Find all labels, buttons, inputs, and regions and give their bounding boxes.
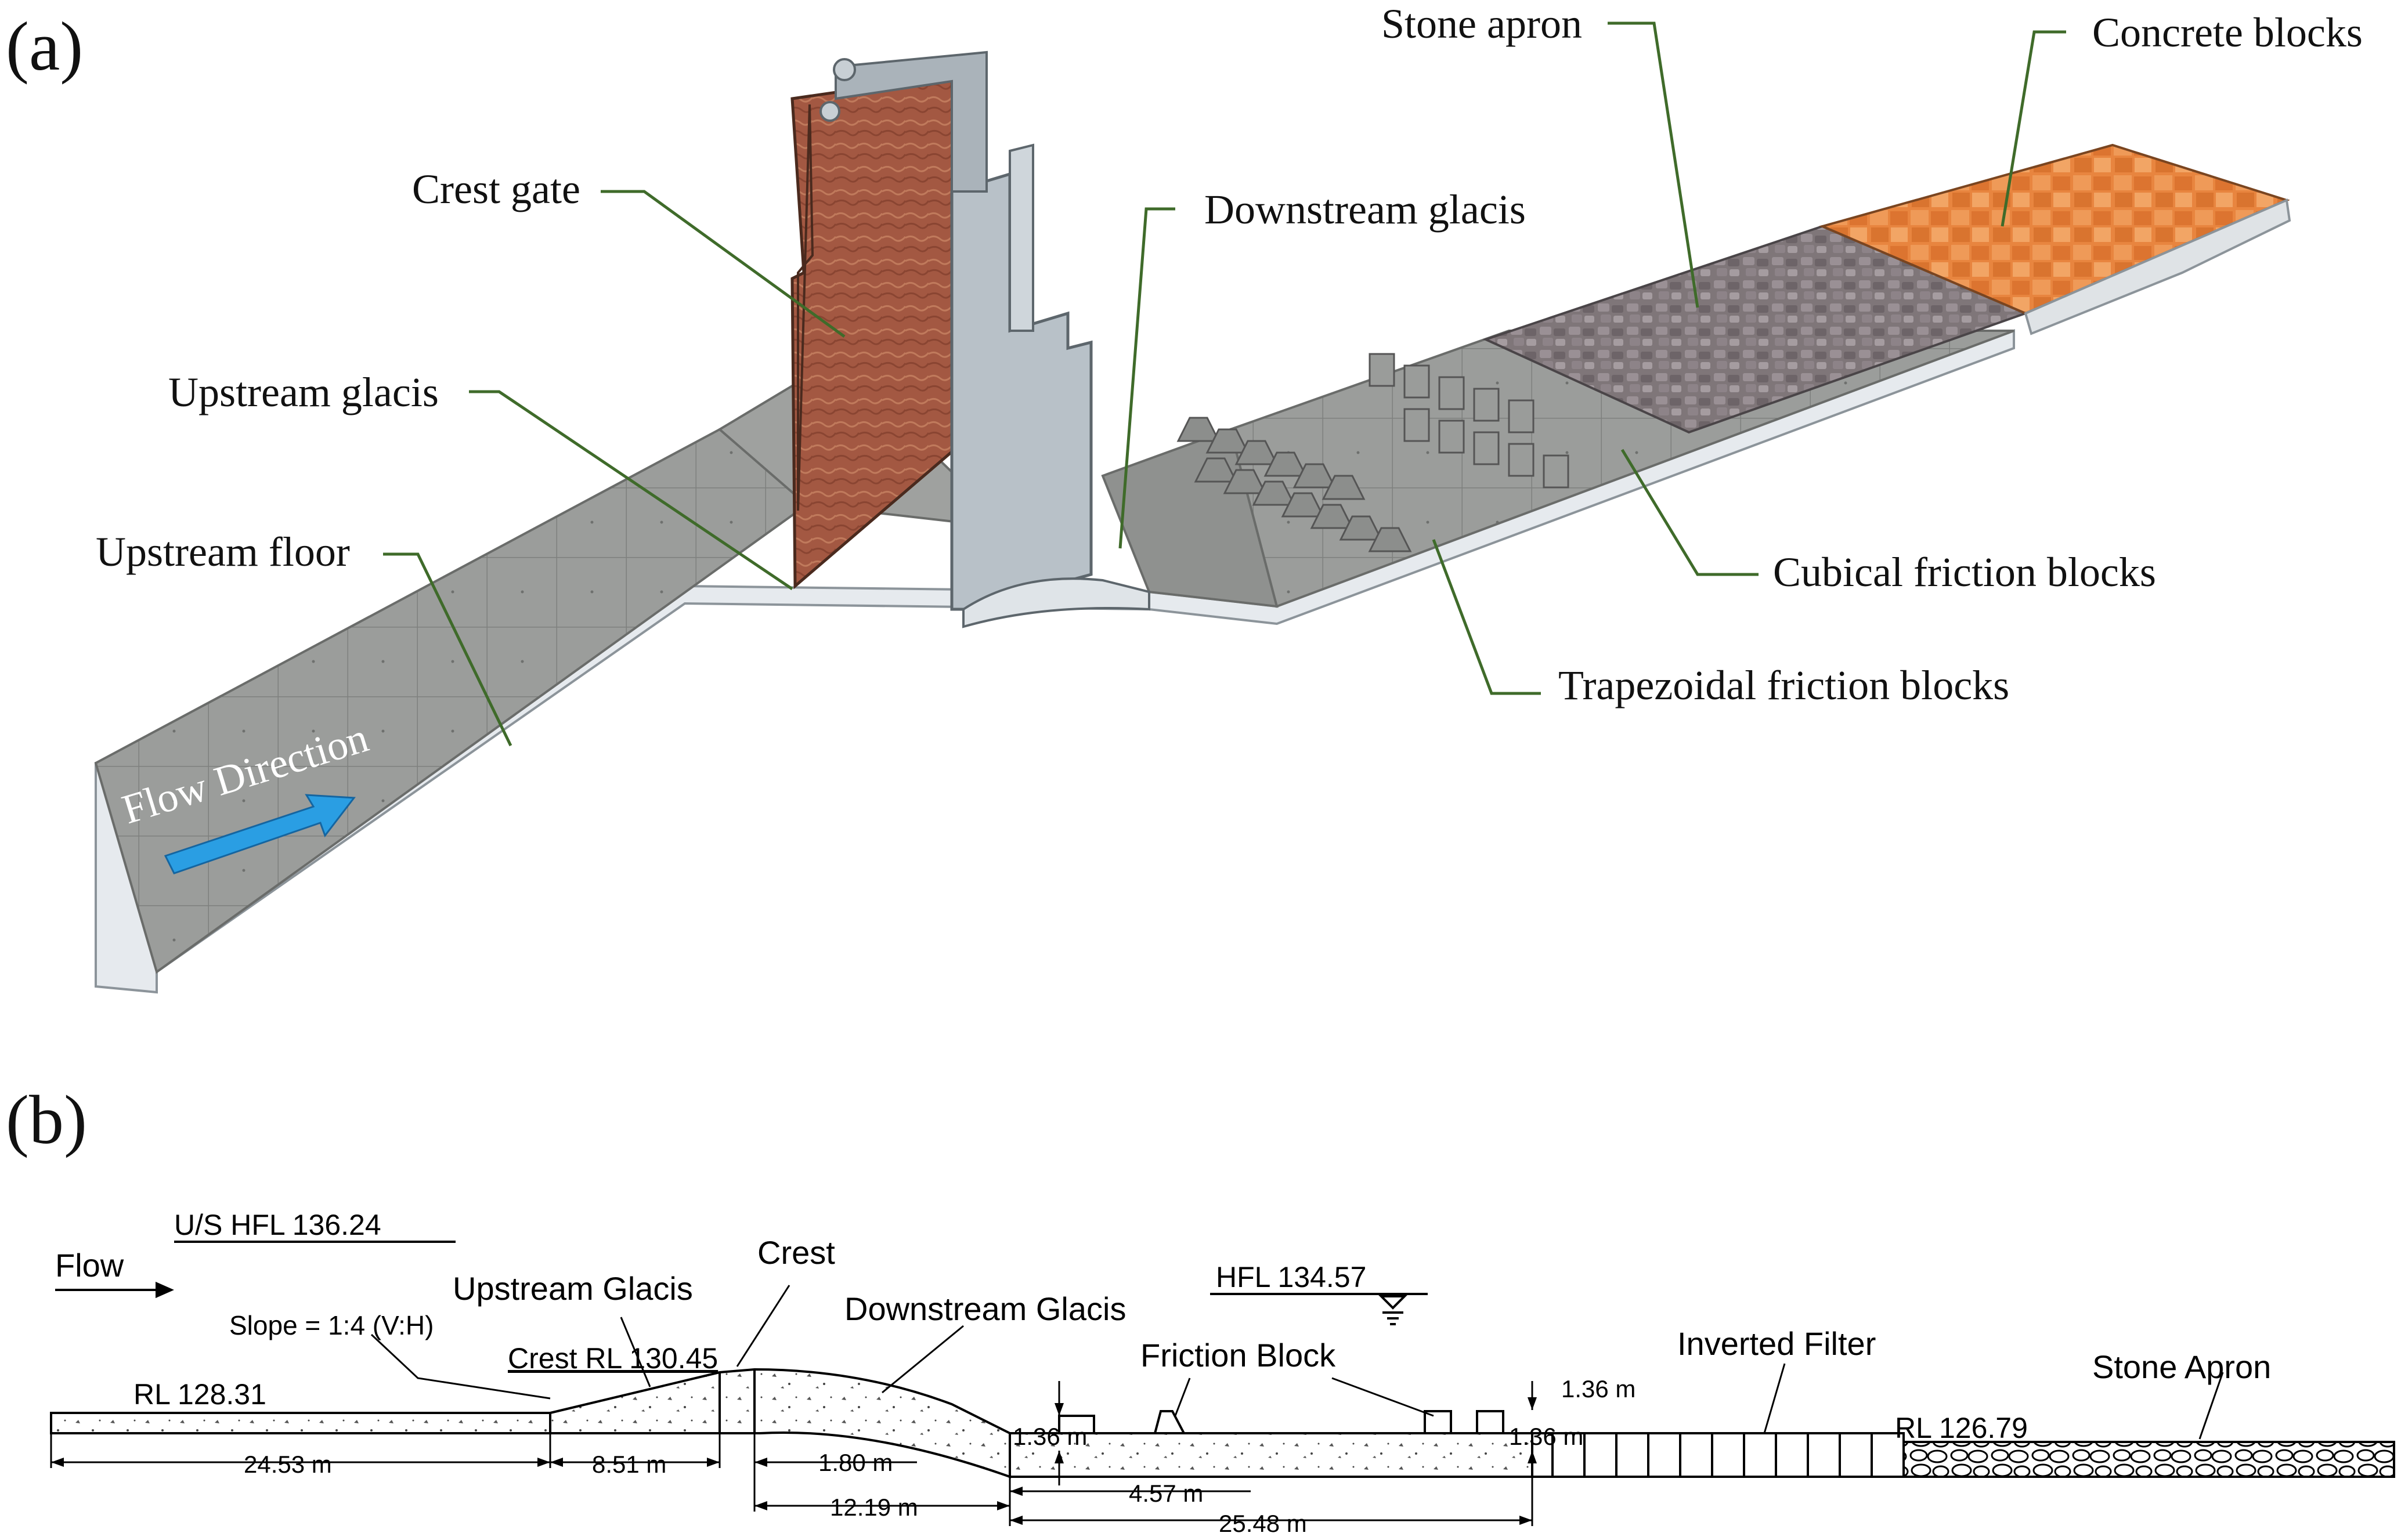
slope-label: Slope = 1:4 (V:H) [229,1310,434,1340]
callout-downstream-glacis: Downstream glacis [1204,186,1526,233]
dim-12-19: 12.19 m [830,1494,918,1521]
rl-upstream-label: RL 128.31 [133,1378,266,1411]
basin-section [1009,1432,1533,1478]
crest-label: Crest [757,1234,835,1271]
panel-a-leaders [383,21,2066,747]
dim-1-36-a: 1.36 m [1013,1423,1087,1450]
flow-arrow-b [55,1281,174,1299]
dim-1-36-b: 1.36 m [1561,1375,1635,1402]
dimension-lines [50,1285,2224,1526]
callout-crest-gate: Crest gate [412,166,580,212]
dimension-arrows [51,1397,1537,1525]
panel-a-label: (a) [6,8,83,85]
callout-upstream-floor: Upstream floor [96,529,350,575]
water-levels [174,1241,1428,1325]
downstream-glacis-label: Downstream Glacis [844,1290,1126,1327]
callout-trapezoidal-friction-blocks: Trapezoidal friction blocks [1558,662,2009,708]
dim-1-36-c: 1.36 m [1509,1423,1583,1450]
callout-upstream-glacis: Upstream glacis [168,369,439,415]
inverted-filter-section [1531,1432,1905,1478]
stilling-basin [1229,330,2014,608]
dim-25-48: 25.48 m [1219,1510,1307,1537]
flow-arrow [164,794,356,874]
upstream-glacis-label: Upstream Glacis [453,1270,693,1307]
panel-a-model: Flow Direction [94,50,2291,994]
flow-label: Flow [55,1247,124,1284]
friction-block-label: Friction Block [1140,1337,1336,1373]
dim-24-53: 24.53 m [244,1451,332,1478]
trapezoidal-friction-blocks [1176,417,1412,552]
us-hfl-label: U/S HFL 136.24 [174,1209,381,1241]
panel-b-label: (b) [6,1081,87,1158]
crest-rl-label: Crest RL 130.45 [508,1342,718,1375]
panel-b-section [50,1368,2395,1478]
upstream-floor-section [50,1412,551,1434]
dim-8-51: 8.51 m [592,1451,666,1478]
stone-apron-label: Stone Apron [2092,1349,2271,1385]
callout-cubical-friction-blocks: Cubical friction blocks [1773,549,2156,595]
hfl-label: HFL 134.57 [1216,1261,1366,1293]
cubical-friction-blocks [1369,353,1569,489]
callout-stone-apron: Stone apron [1381,1,1582,47]
callout-concrete-blocks: Concrete blocks [2092,9,2363,56]
dim-1-80: 1.80 m [818,1449,893,1476]
inverted-filter-label: Inverted Filter [1677,1325,1876,1362]
rl-downstream-label: RL 126.79 [1895,1412,2028,1444]
concrete-side [2024,198,2291,335]
upstream-floor [94,428,809,974]
stone-apron-section [1902,1441,2395,1478]
dim-4-57: 4.57 m [1129,1480,1203,1507]
